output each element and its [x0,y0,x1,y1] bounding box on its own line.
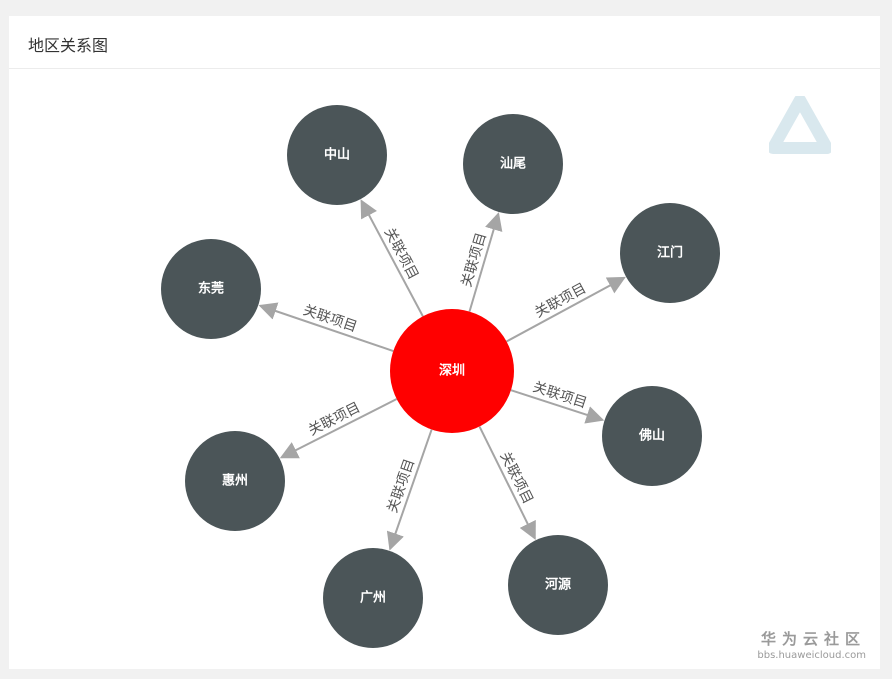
edge-广州 [386,429,433,551]
edge-河源 [478,426,536,541]
node-江门[interactable] [620,203,720,303]
node-汕尾[interactable] [463,114,563,214]
edge-惠州 [279,398,398,459]
edge-label: 关联项目 [497,449,536,506]
chart-logo-icon [769,96,831,154]
node-label: 江门 [657,245,683,261]
node-label: 广州 [360,590,386,606]
watermark-url: bbs.huaweicloud.com [757,650,866,661]
watermark: 华为云社区 bbs.huaweicloud.com [757,628,866,661]
node-惠州[interactable] [185,431,285,531]
edge-江门 [506,276,626,343]
node-label: 东莞 [198,281,224,297]
watermark-brand: 华为云社区 [760,630,866,648]
edge-东莞 [258,302,394,352]
node-label: 佛山 [638,428,665,444]
node-label: 中山 [324,147,350,163]
node-中山[interactable] [287,105,387,205]
node-label: 汕尾 [500,156,526,172]
node-广州[interactable] [323,548,423,648]
region-relation-panel: 地区关系图 关联项目关联项目关联项目关联项目关联项目关联项目关联项目关联项目 中… [9,16,880,669]
panel-header: 地区关系图 [9,16,880,69]
node-label: 河源 [545,577,571,593]
edge-佛山 [510,389,605,424]
edge-中山 [360,199,424,317]
node-河源[interactable] [508,535,608,635]
relation-graph: 关联项目关联项目关联项目关联项目关联项目关联项目关联项目关联项目 中山汕尾江门东… [161,105,720,648]
node-center[interactable] [390,309,514,433]
panel-title: 地区关系图 [28,36,109,55]
edge-label: 关联项目 [385,457,419,515]
node-东莞[interactable] [161,239,261,339]
node-label: 惠州 [222,473,248,489]
node-center-label: 深圳 [439,363,465,379]
edge-汕尾 [468,212,503,312]
node-佛山[interactable] [602,386,702,486]
